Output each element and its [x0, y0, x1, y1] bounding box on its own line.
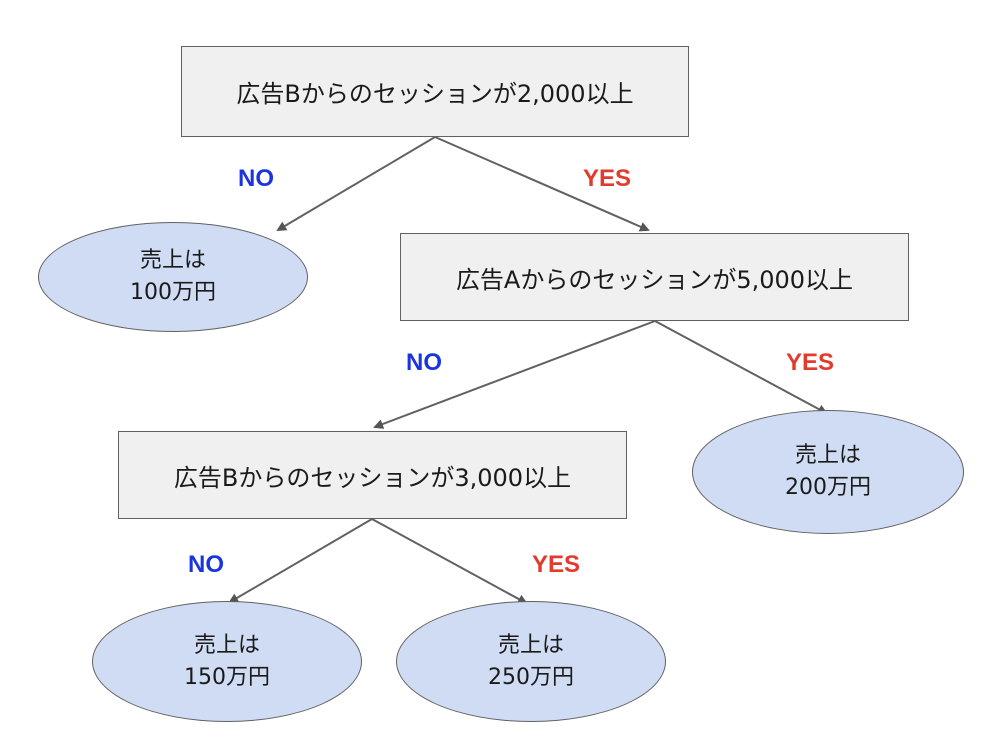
label-nodeb3-yes: YES — [532, 551, 581, 578]
leaf-sales-250: 売上は 250万円 — [396, 601, 666, 722]
node-ad-a-5000-text: 広告Aからのセッションが5,000以上 — [455, 265, 854, 294]
label-root-no: NO — [238, 165, 274, 192]
leaf-sales-100: 売上は 100万円 — [38, 222, 308, 332]
leaf-sales-150-line2: 150万円 — [184, 664, 270, 690]
leaf-sales-150-line1: 売上は — [193, 632, 260, 658]
edge-nodeb3-no — [228, 518, 373, 604]
label-nodeb3-no: NO — [188, 551, 224, 578]
edge-nodea-no — [373, 320, 656, 429]
leaf-sales-100-line1: 売上は — [139, 248, 206, 274]
leaf-sales-200: 売上は 200万円 — [692, 410, 964, 534]
leaf-sales-200-line1: 売上は — [794, 443, 861, 469]
leaf-sales-200-line2: 200万円 — [785, 475, 871, 500]
node-ad-b-3000: 広告Bからのセッションが3,000以上 — [118, 431, 627, 519]
edge-root-no — [276, 136, 436, 232]
label-root-yes: YES — [583, 165, 632, 192]
edge-root-yes — [434, 136, 650, 232]
edge-nodeb3-yes — [371, 518, 528, 604]
node-ad-b-3000-text: 広告Bからのセッションが3,000以上 — [173, 463, 572, 492]
node-ad-a-5000: 広告Aからのセッションが5,000以上 — [400, 233, 909, 321]
label-nodea-no: NO — [406, 349, 442, 376]
leaf-sales-100-line2: 100万円 — [130, 280, 216, 305]
root-node: 広告Bからのセッションが2,000以上 — [181, 46, 689, 137]
leaf-sales-250-line1: 売上は — [497, 632, 564, 658]
label-nodea-yes: YES — [786, 349, 835, 376]
root-node-text: 広告Bからのセッションが2,000以上 — [236, 80, 634, 108]
leaf-sales-250-line2: 250万円 — [488, 664, 574, 690]
leaf-sales-150: 売上は 150万円 — [92, 601, 362, 722]
edge-nodea-yes — [654, 320, 828, 414]
